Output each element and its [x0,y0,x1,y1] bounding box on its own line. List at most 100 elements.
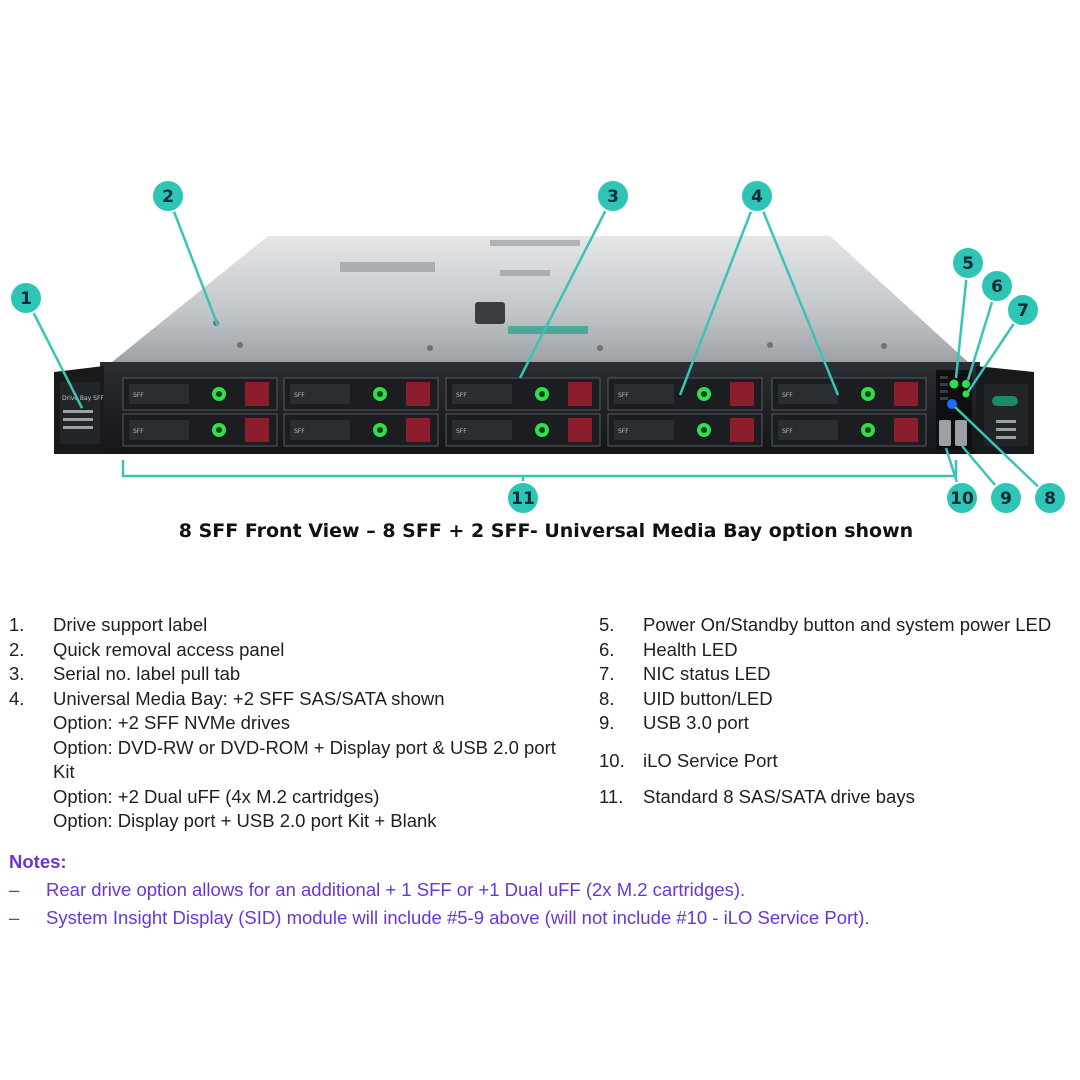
legend-item: 6.Health LED [599,638,1079,663]
drive-bay[interactable]: SFF [445,377,601,411]
legend-item: 5. Power On/Standby button and system pow… [599,613,1079,638]
notes-title: Notes: [9,851,67,872]
chassis-top-panel [112,236,968,362]
legend-item: 7. NIC status LED [599,662,1079,687]
callout-number: 8 [1044,489,1056,509]
callout-number: 4 [751,187,763,207]
callout-marker: 7 [1006,293,1040,327]
usb-3-port[interactable] [955,420,967,446]
note-dash: – [9,907,20,928]
uid-button-led[interactable] [947,399,957,409]
rack-ear-right [976,366,1034,454]
legend-text: Power On/Standby button and system power… [643,614,1052,635]
drive-release-button[interactable] [245,418,269,442]
drive-bay[interactable]: SFF [445,413,601,447]
drive-release-button[interactable] [730,382,754,406]
legend-text: iLO Service Port [643,749,778,771]
drive-bay[interactable]: SFF [771,413,927,447]
note-item: – Rear drive option allows for an additi… [9,876,1069,904]
drive-led-center [216,427,222,433]
drive-release-button[interactable] [245,382,269,406]
note-text: System Insight Display (SID) module will… [46,907,870,928]
legend-text: UID button/LED [643,687,773,709]
legend-text: Universal Media Bay: +2 SFF SAS/SATA sho… [53,687,445,709]
legend-number: 10. [599,749,625,771]
legend-number: 8. [599,687,615,709]
legend-item: 2.Quick removal access panel [9,638,589,663]
callout-marker: 3 [596,179,630,213]
legend-text: Option: DVD-RW or DVD-ROM + Display port… [53,736,556,758]
sid-control-panel [936,370,972,450]
legend-item: 11. Standard 8 SAS/SATA drive bays [599,785,1079,810]
drive-label-text: SFF [133,392,144,399]
note-text: Rear drive option allows for an addition… [46,879,746,900]
callout-marker: 10 [945,481,979,515]
drive-release-button[interactable] [568,382,592,406]
legend-text: Standard 8 SAS/SATA drive bays [643,786,915,807]
health-led [962,380,970,388]
legend-text: Option: +2 SFF NVMe drives [53,712,290,733]
legend-item: 8. UID button/LED [599,687,1079,712]
callout-marker: 2 [151,179,185,213]
note-dash: – [9,879,20,900]
drive-release-button[interactable] [568,418,592,442]
legend-number: 11. [599,786,624,807]
drive-led-center [377,391,383,397]
callout-number: 7 [1017,301,1029,321]
legend-text: NIC status LED [643,663,771,684]
drive-release-button[interactable] [406,382,430,406]
ilo-service-port[interactable] [939,420,951,446]
drive-bay[interactable]: SFF [607,413,763,447]
legend-item: 1.Drive support label [9,613,589,638]
legend-text: Option: Display port + USB 2.0 port Kit … [53,810,437,831]
callout-marker: 11 [506,481,540,515]
legend-text: Kit [53,761,75,782]
legend-number: 7. [599,663,615,684]
callout-number: 2 [162,187,174,207]
power-button-led[interactable] [949,379,959,389]
drive-release-button[interactable] [894,418,918,442]
drive-label-text: SFF [294,392,305,399]
drive-bay[interactable]: SFF [283,377,439,411]
drive-bay[interactable]: SFF [283,413,439,447]
drive-label-text: SFF [456,428,467,435]
notes-section: Notes: – Rear drive option allows for an… [9,848,1069,932]
callout-number: 6 [991,277,1003,297]
drive-led-center [701,427,707,433]
legend-list-right: 5. Power On/Standby button and system pow… [599,613,1079,810]
drive-bay[interactable]: SFF [122,413,278,447]
legend-number: 5. [599,614,615,635]
drive-bay[interactable]: SFF [771,377,927,411]
note-item: – System Insight Display (SID) module wi… [9,904,1069,932]
legend-item: 10. iLO Service Port [599,749,1079,774]
callout-marker: 6 [980,269,1014,303]
drive-label-text: SFF [782,392,793,399]
drive-led-center [539,391,545,397]
nic-status-led [962,390,970,398]
vent-grille [340,240,580,276]
drive-led-center [377,427,383,433]
drive-release-button[interactable] [730,418,754,442]
callout-number: 11 [511,489,535,509]
drive-label-text: SFF [294,428,305,435]
drive-release-button[interactable] [894,382,918,406]
legend-text: Health LED [643,638,738,660]
callout-number: 10 [950,489,974,509]
drive-support-label-text: Drive Bay SFF [62,395,104,402]
legend-number: 2. [9,638,25,660]
legend-text: Option: +2 Dual uFF (4x M.2 cartridges) [53,785,380,807]
callout-marker: 1 [9,281,43,315]
callout-number: 3 [607,187,619,207]
legend-text: USB 3.0 port [643,712,749,733]
drive-led-center [216,391,222,397]
drive-bay[interactable]: SFF [122,377,278,411]
legend-item: 9.USB 3.0 port [599,711,1079,736]
drive-release-button[interactable] [406,418,430,442]
drive-led-center [701,391,707,397]
callout-number: 1 [20,289,32,309]
access-panel-latch [475,302,588,334]
